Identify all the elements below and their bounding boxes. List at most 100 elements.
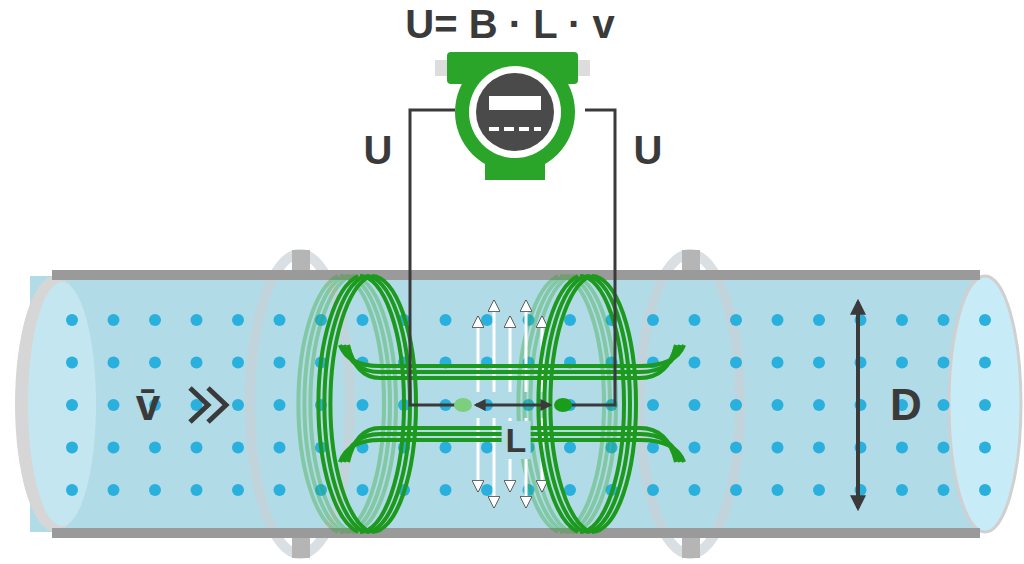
flange-right: [640, 250, 740, 558]
fluid-particle: [232, 314, 244, 326]
fluid-particle: [274, 442, 286, 454]
fluid-particle: [232, 399, 244, 411]
electrode-distance-label: L: [502, 421, 531, 459]
fluid-particle: [772, 399, 784, 411]
fluid-particle: [191, 484, 203, 496]
flange-left: [250, 250, 350, 558]
fluid-particle: [938, 314, 950, 326]
pipe-left-end: [15, 276, 95, 532]
fluid-particle: [689, 484, 701, 496]
fluid-particle: [149, 442, 161, 454]
transmitter: [435, 52, 590, 180]
fluid-particle: [481, 442, 493, 454]
voltage-label: U: [364, 130, 393, 170]
voltage-label: U: [634, 130, 663, 170]
fluid-particle: [481, 484, 493, 496]
velocity-label: v̄: [136, 383, 160, 427]
coil-winding: [330, 276, 370, 532]
pipe-wall-top: [52, 270, 980, 280]
fluid-particle: [896, 314, 908, 326]
fluid-particle: [647, 314, 659, 326]
coil-winding: [344, 345, 680, 372]
fluid-particle: [274, 484, 286, 496]
fluid-particle: [813, 399, 825, 411]
fluid-particle: [938, 484, 950, 496]
fluid-particle: [108, 484, 120, 496]
fluid-particle: [813, 357, 825, 369]
fluid-particle: [938, 357, 950, 369]
fluid-particle: [440, 442, 452, 454]
fluid-particle: [896, 442, 908, 454]
fluid-particle: [979, 357, 991, 369]
flow-direction-chevrons: [190, 388, 226, 422]
coil-back: [298, 276, 684, 532]
fluid-particle: [772, 357, 784, 369]
fluid-particle: [813, 442, 825, 454]
fluid-particle: [66, 399, 78, 411]
fluid-particle: [481, 314, 493, 326]
fluid-particle: [896, 484, 908, 496]
fluid-particle: [730, 484, 742, 496]
fluid-particle: [149, 314, 161, 326]
field-arrow: [493, 418, 496, 506]
fluid-particle: [564, 314, 576, 326]
fluid-particle: [896, 357, 908, 369]
fluid-particle: [813, 314, 825, 326]
fluid-particle: [108, 442, 120, 454]
fluid-particle: [232, 484, 244, 496]
fluid-particle: [66, 314, 78, 326]
fluid-particle: [689, 442, 701, 454]
fluid-particle: [730, 314, 742, 326]
fluid-particle: [66, 484, 78, 496]
fluid-particle: [191, 357, 203, 369]
fluid-particle: [108, 314, 120, 326]
fluid-particle: [357, 399, 369, 411]
signal-wire-left: [410, 110, 460, 405]
fluid-particle: [274, 399, 286, 411]
fluid-particle: [357, 484, 369, 496]
signal-wire-right: [565, 110, 615, 405]
fluid-particle: [813, 484, 825, 496]
electrode-right: [554, 398, 572, 412]
fluid-particle: [772, 442, 784, 454]
fluid-particle: [564, 442, 576, 454]
fluid-particle: [730, 357, 742, 369]
field-arrow: [477, 318, 480, 392]
fluid-particle: [979, 442, 991, 454]
electrode-distance-arrow: [476, 404, 550, 407]
pipe-right-end: [949, 276, 1021, 532]
fluid-particle: [938, 442, 950, 454]
pipe-wall-bottom: [52, 528, 980, 538]
fluid-particle: [149, 357, 161, 369]
magnet-coil: [318, 276, 684, 532]
coil-winding: [348, 345, 676, 378]
fluid-particle: [938, 399, 950, 411]
fluid-particle: [232, 442, 244, 454]
fluid-particle: [149, 484, 161, 496]
fluid-particle: [191, 314, 203, 326]
fluid-particle: [979, 399, 991, 411]
fluid-particle: [730, 399, 742, 411]
diameter-label: D: [890, 383, 922, 427]
fluid-particle: [647, 399, 659, 411]
fluid-particle: [66, 442, 78, 454]
fluid-particle: [979, 314, 991, 326]
pipe-body: [30, 276, 990, 532]
fluid-particle: [647, 484, 659, 496]
fluid-particle: [440, 484, 452, 496]
electrode-left: [454, 398, 472, 412]
fluid-particle: [108, 357, 120, 369]
fluid-particle: [772, 484, 784, 496]
fluid-particle: [689, 314, 701, 326]
fluid-particle: [191, 442, 203, 454]
fluid-particle: [979, 484, 991, 496]
fluid-particle: [232, 357, 244, 369]
fluid-particle: [357, 314, 369, 326]
fluid-particle: [66, 357, 78, 369]
fluid-particle: [689, 399, 701, 411]
pipe-left-inner: [28, 282, 96, 526]
fluid-particle: [274, 357, 286, 369]
diameter-arrow: [856, 302, 860, 508]
